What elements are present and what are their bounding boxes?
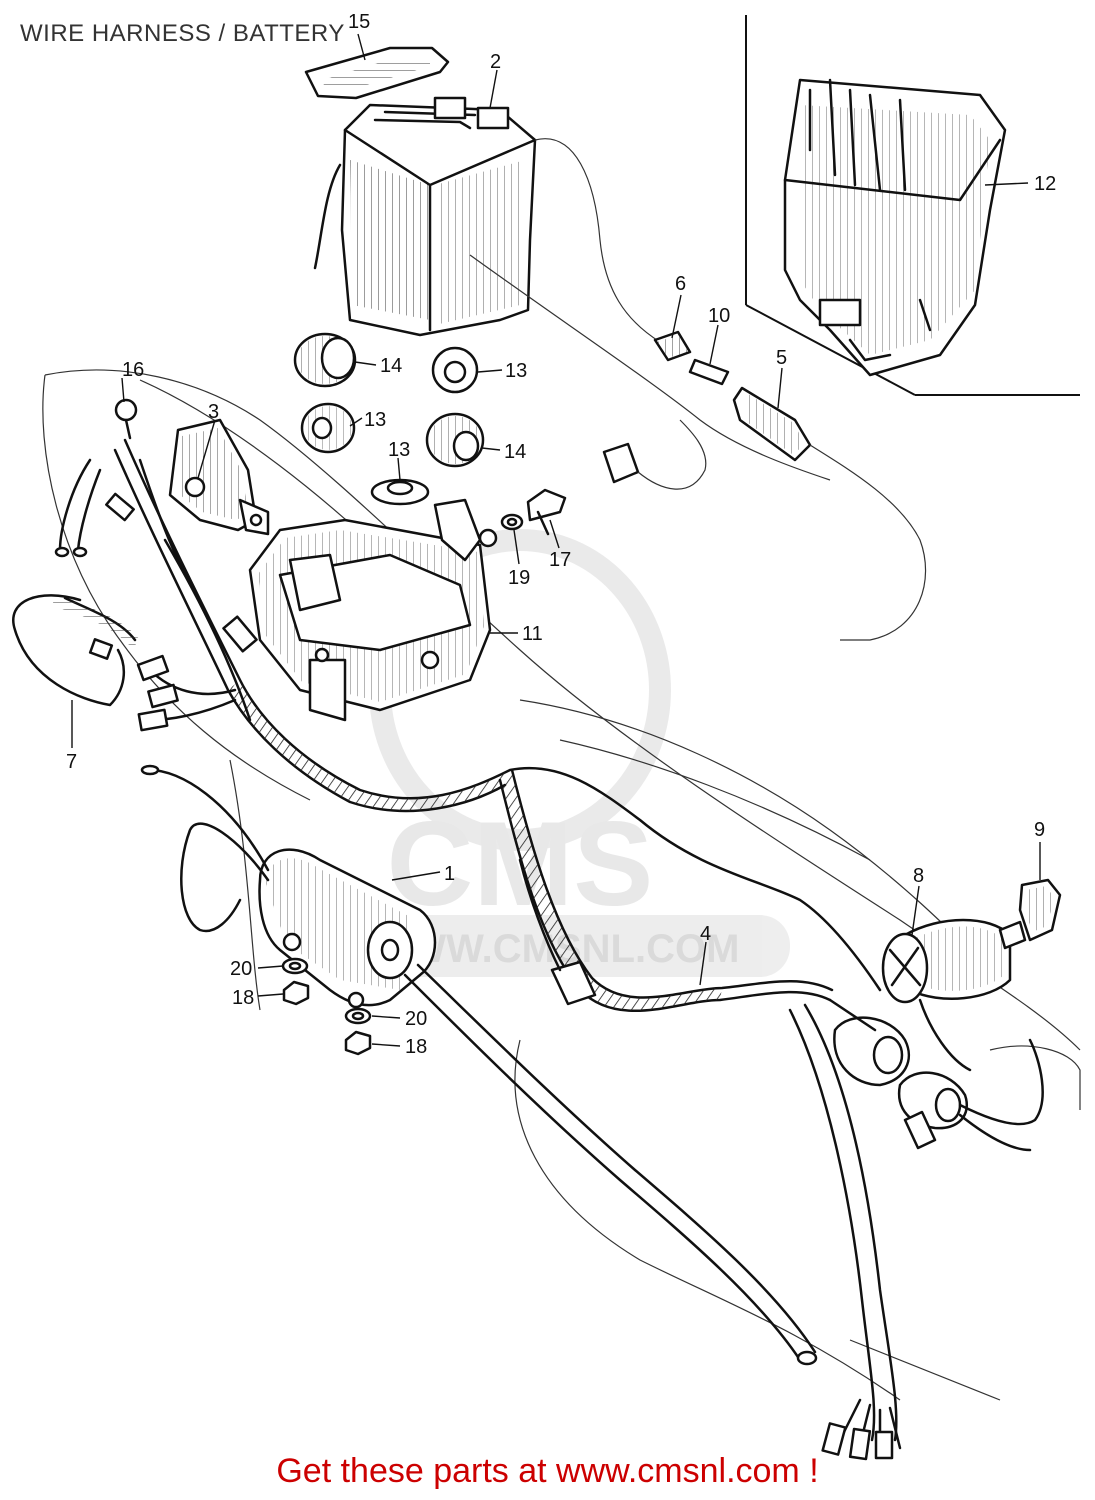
callout-7: 7 <box>66 751 77 773</box>
callout-14-lower: 14 <box>504 441 526 463</box>
callout-1: 1 <box>444 863 455 885</box>
callout-5: 5 <box>776 347 787 369</box>
battery-lead-connector <box>602 419 707 490</box>
callout-13-lower: 13 <box>388 439 410 461</box>
callout-15: 15 <box>348 11 370 33</box>
callout-2: 2 <box>490 51 501 73</box>
callout-12: 12 <box>1034 173 1056 195</box>
callout-labels: 15 2 16 3 12 14 13 13 14 13 6 10 5 11 19… <box>66 11 1056 1058</box>
callout-19: 19 <box>508 567 530 589</box>
callout-9: 9 <box>1034 819 1045 841</box>
callout-10: 10 <box>708 305 730 327</box>
callout-13-mid: 13 <box>364 409 386 431</box>
battery-holder <box>248 498 498 722</box>
nut-18-right <box>344 1030 372 1056</box>
washer-20-left <box>281 957 309 975</box>
callout-4: 4 <box>700 923 711 945</box>
footer-promo-link[interactable]: Get these parts at www.cmsnl.com ! <box>276 1452 819 1490</box>
fuse-holder <box>732 386 927 641</box>
battery <box>313 96 831 481</box>
callout-20-left: 20 <box>230 958 252 980</box>
wire-harness <box>54 438 902 1461</box>
harness-couplers <box>828 998 1044 1152</box>
ignition-key <box>1018 878 1062 942</box>
screw-16 <box>114 398 138 440</box>
cushion-14-upper <box>293 332 357 388</box>
cushion-13-mid <box>300 402 356 454</box>
grommet-13-lower <box>370 478 430 506</box>
callout-13-upper: 13 <box>505 360 527 382</box>
battery-case <box>783 78 1007 377</box>
bolt-17 <box>526 488 567 536</box>
rectifier <box>168 418 270 536</box>
leader-lines <box>71 33 1041 1047</box>
callout-18-left: 18 <box>232 987 254 1009</box>
washer-19 <box>500 513 524 531</box>
callout-8: 8 <box>913 865 924 887</box>
nut-18-left <box>282 980 310 1006</box>
cushion-13-upper <box>431 346 479 394</box>
callout-18-right: 18 <box>405 1036 427 1058</box>
battery-band <box>304 46 450 100</box>
callout-11: 11 <box>522 623 543 645</box>
callout-20-right: 20 <box>405 1008 427 1030</box>
callout-16: 16 <box>122 359 144 381</box>
cushion-14-lower <box>425 412 485 468</box>
callout-3: 3 <box>208 401 219 423</box>
callout-17: 17 <box>549 549 571 571</box>
fuse <box>688 358 730 386</box>
diagram-title: WIRE HARNESS / BATTERY <box>20 20 345 47</box>
band-7 <box>12 594 140 707</box>
fuse-cap <box>653 330 692 362</box>
washer-20-right <box>344 1007 372 1025</box>
inset-frame <box>745 15 1080 396</box>
harness-connector <box>518 858 597 1006</box>
main-switch <box>881 918 1027 1072</box>
callout-14-upper: 14 <box>380 355 402 377</box>
callout-6: 6 <box>675 273 686 295</box>
